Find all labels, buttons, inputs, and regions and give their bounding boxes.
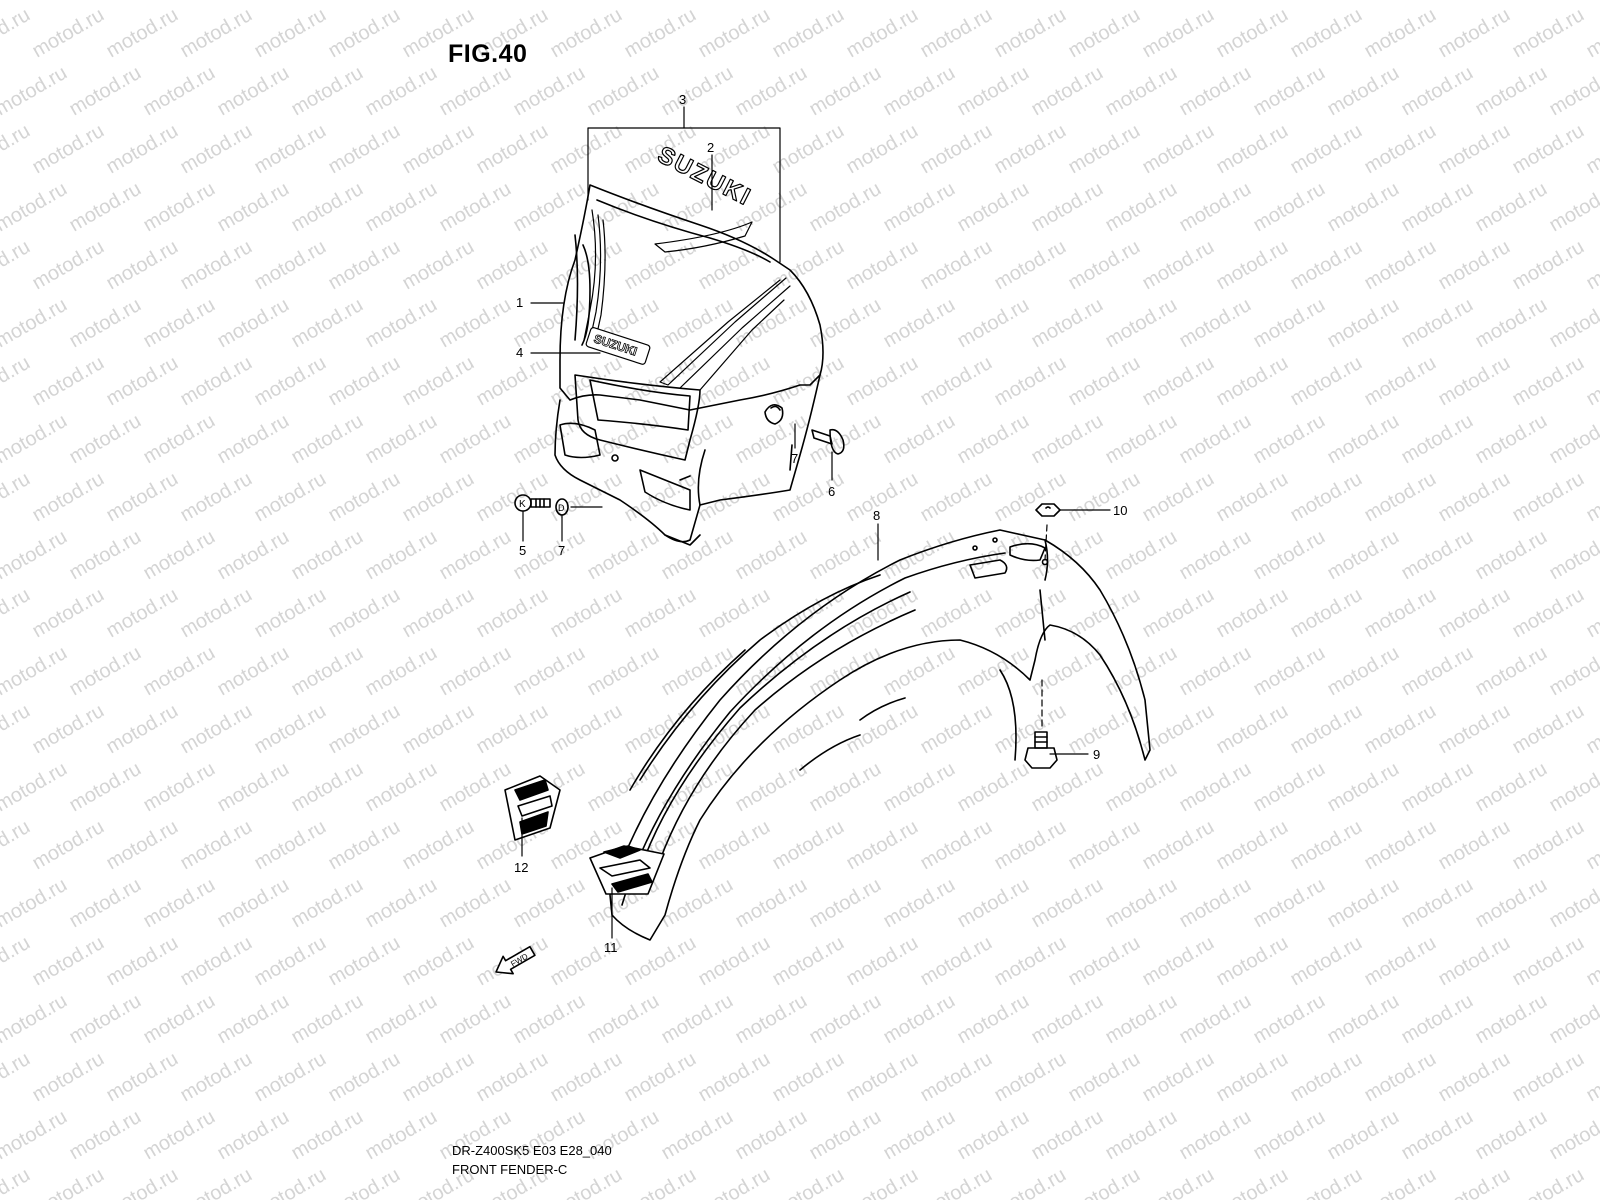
figure-name: FRONT FENDER-C <box>452 1162 568 1177</box>
callout-7-left: 7 <box>558 543 565 558</box>
bolt-head-mark: K <box>519 499 526 510</box>
callout-7-right: 7 <box>791 451 798 466</box>
callout-5: 5 <box>519 543 526 558</box>
bolt-9 <box>1024 731 1058 769</box>
figure-title: FIG.40 <box>448 40 528 68</box>
callout-4: 4 <box>516 345 523 360</box>
s-emblem-decal-fender <box>589 845 665 895</box>
suzuki-small-decal: SUZUKI <box>585 327 651 365</box>
callout-1: 1 <box>516 295 523 310</box>
figure-code: DR-Z400SK5 E03 E28_040 <box>452 1143 612 1158</box>
bolt-5: K <box>514 494 551 512</box>
callout-9: 9 <box>1093 747 1100 762</box>
callout-12: 12 <box>514 860 528 875</box>
windscreen-stripes <box>583 209 791 391</box>
suzuki-logo-text: SUZUKI <box>653 141 756 211</box>
callout-10: 10 <box>1113 503 1127 518</box>
callout-2: 2 <box>707 140 714 155</box>
grommet-10 <box>1035 503 1061 517</box>
leader-lines <box>521 106 1111 939</box>
headlight-cowl <box>554 184 824 546</box>
front-fender <box>609 529 1151 941</box>
washer-7-right <box>764 404 784 425</box>
callout-3: 3 <box>679 92 686 107</box>
washer-7-left: D <box>555 498 569 516</box>
callout-6: 6 <box>828 484 835 499</box>
callout-11: 11 <box>604 940 618 955</box>
fwd-arrow-icon: FWD <box>495 945 536 975</box>
callout-numbers: 1 2 3 4 5 6 7 7 8 9 10 11 12 <box>514 92 1127 955</box>
screw-6 <box>811 428 845 455</box>
washer-mark: D <box>558 503 565 513</box>
callout-8: 8 <box>873 508 880 523</box>
s-emblem-decal-loose <box>504 775 561 841</box>
suzuki-logo-decal: SUZUKI <box>653 141 757 212</box>
